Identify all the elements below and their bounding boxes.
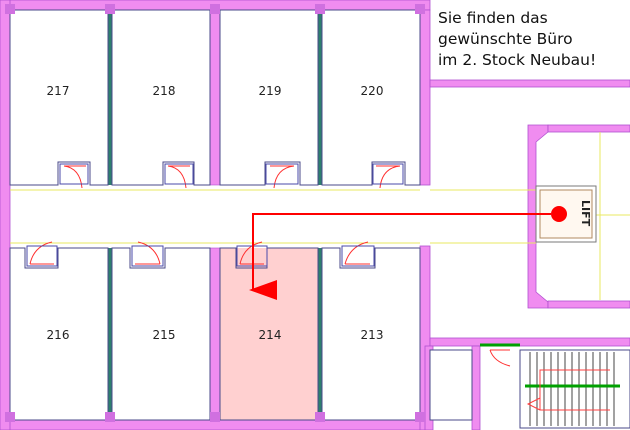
room-label-213: 213 (361, 328, 384, 342)
room-label-216: 216 (47, 328, 70, 342)
partition-walls (108, 10, 322, 420)
directions-line-1: Sie finden das (438, 9, 548, 27)
utility-room (429, 349, 473, 421)
route-arrow (249, 213, 551, 300)
room-label-218: 218 (153, 84, 176, 98)
directions-text: Sie finden das gewünschte Büro im 2. Sto… (438, 8, 628, 71)
room-label-214: 214 (259, 328, 282, 342)
lift: LIFT (535, 185, 597, 243)
you-are-here-marker (551, 206, 567, 222)
directions-line-3: im 2. Stock Neubau! (438, 51, 597, 69)
pillars (5, 4, 425, 422)
room-label-220: 220 (361, 84, 384, 98)
room-label-215: 215 (153, 328, 176, 342)
highlighted-room-214 (220, 248, 318, 420)
staircase (480, 343, 630, 429)
directions-line-2: gewünschte Büro (438, 30, 573, 48)
room-label-217: 217 (47, 84, 70, 98)
room-label-219: 219 (259, 84, 282, 98)
room-labels: 217 218 219 220 216 215 214 213 (47, 84, 384, 342)
lift-label: LIFT (579, 200, 592, 227)
